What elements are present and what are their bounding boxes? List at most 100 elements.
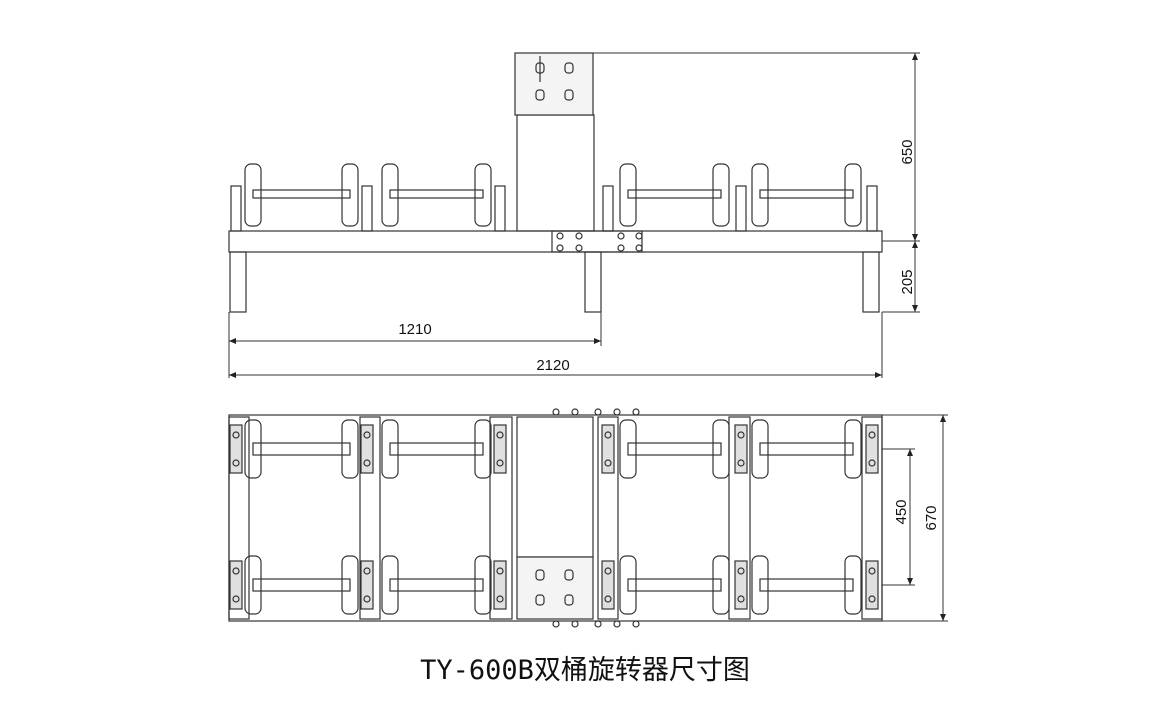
bearing-bolt	[496, 459, 504, 467]
roller-shaft-top	[759, 442, 854, 456]
roller-shaft	[252, 189, 351, 199]
edge-bolt	[594, 620, 602, 628]
arrowhead	[229, 372, 236, 378]
bearing-bracket	[494, 185, 506, 232]
roller-wheel	[341, 163, 359, 227]
bearing-bolt	[604, 595, 612, 603]
roller-wheel-top	[381, 419, 399, 479]
bearing-bolt	[232, 595, 240, 603]
roller-wheel-top	[751, 555, 769, 615]
frame-rail	[359, 416, 381, 620]
beam-bolt	[617, 232, 625, 240]
center-column-top	[516, 416, 594, 558]
beam-center-plate	[551, 230, 643, 253]
bearing-bolt	[232, 431, 240, 439]
roller-wheel-top	[244, 555, 262, 615]
bearing-bolt	[604, 431, 612, 439]
beam-bolt	[556, 244, 564, 252]
roller-wheel-top	[712, 555, 730, 615]
leg-left	[229, 251, 247, 313]
bearing-bolt	[737, 459, 745, 467]
arrowhead	[229, 338, 236, 344]
dim-label-450: 450	[893, 499, 910, 524]
bearing-block	[493, 560, 507, 610]
bearing-block	[493, 424, 507, 474]
roller-wheel-top	[474, 419, 492, 479]
bearing-block	[601, 424, 615, 474]
roller-wheel-top	[381, 555, 399, 615]
bearing-bolt	[868, 431, 876, 439]
bearing-bolt	[737, 567, 745, 575]
bearing-bolt	[604, 567, 612, 575]
bearing-bracket	[735, 185, 747, 232]
dimension-lines	[228, 52, 948, 622]
arrowhead	[594, 338, 601, 344]
front-view	[228, 52, 883, 313]
beam-bolt	[635, 232, 643, 240]
roller-wheel-top	[341, 419, 359, 479]
beam-bolt	[575, 232, 583, 240]
roller-wheel-top	[751, 419, 769, 479]
bearing-bolt	[737, 431, 745, 439]
roller-shaft-top	[252, 578, 351, 592]
bearing-bracket	[230, 185, 242, 232]
beam-bolt	[556, 232, 564, 240]
bearing-bolt	[496, 431, 504, 439]
top-plate-bolt	[564, 89, 574, 101]
bearing-block	[865, 424, 879, 474]
roller-wheel-top	[619, 419, 637, 479]
frame-rail	[489, 416, 513, 620]
dim-label-670: 670	[923, 505, 940, 530]
roller-wheel-top	[341, 555, 359, 615]
bearing-bolt	[737, 595, 745, 603]
roller-shaft	[627, 189, 722, 199]
bottom-plate-bolt	[564, 594, 574, 606]
beam-bolt	[575, 244, 583, 252]
edge-bolt	[552, 620, 560, 628]
roller-wheel	[712, 163, 730, 227]
bearing-bolt	[232, 567, 240, 575]
edge-bolt	[571, 620, 579, 628]
roller-wheel	[751, 163, 769, 227]
beam-bolt	[617, 244, 625, 252]
roller-shaft-top	[759, 578, 854, 592]
roller-wheel-top	[712, 419, 730, 479]
edge-bolt	[571, 408, 579, 416]
bearing-bolt	[232, 459, 240, 467]
bearing-bolt	[496, 567, 504, 575]
leg-right	[862, 251, 880, 313]
roller-wheel-top	[844, 419, 862, 479]
roller-shaft-top	[389, 442, 484, 456]
roller-wheel	[844, 163, 862, 227]
bottom-plate-bolt	[535, 569, 545, 581]
top-view	[228, 408, 883, 628]
arrowhead	[912, 234, 918, 241]
bearing-bolt	[868, 595, 876, 603]
dim-label-2120: 2120	[536, 357, 569, 374]
top-plate-bolt	[564, 62, 574, 74]
arrowhead	[907, 449, 913, 456]
bearing-bolt	[363, 567, 371, 575]
bearing-bolt	[868, 567, 876, 575]
frame-rail	[228, 416, 250, 620]
roller-shaft-top	[627, 578, 722, 592]
roller-wheel-top	[244, 419, 262, 479]
arrowhead	[940, 415, 946, 422]
bearing-block	[360, 560, 374, 610]
edge-bolt	[594, 408, 602, 416]
frame-rail	[728, 416, 751, 620]
main-beam	[228, 230, 883, 253]
roller-shaft-top	[389, 578, 484, 592]
center-column	[516, 114, 595, 232]
bearing-bracket	[602, 185, 614, 232]
bearing-block	[229, 560, 243, 610]
dim-label-1210: 1210	[398, 321, 431, 338]
roller-shaft-top	[627, 442, 722, 456]
frame-rail	[597, 416, 619, 620]
arrowhead	[912, 305, 918, 312]
bottom-plate-bolt	[535, 594, 545, 606]
roller-wheel	[474, 163, 492, 227]
arrowhead	[912, 53, 918, 60]
leg-center	[584, 251, 602, 313]
top-plate	[514, 52, 594, 116]
